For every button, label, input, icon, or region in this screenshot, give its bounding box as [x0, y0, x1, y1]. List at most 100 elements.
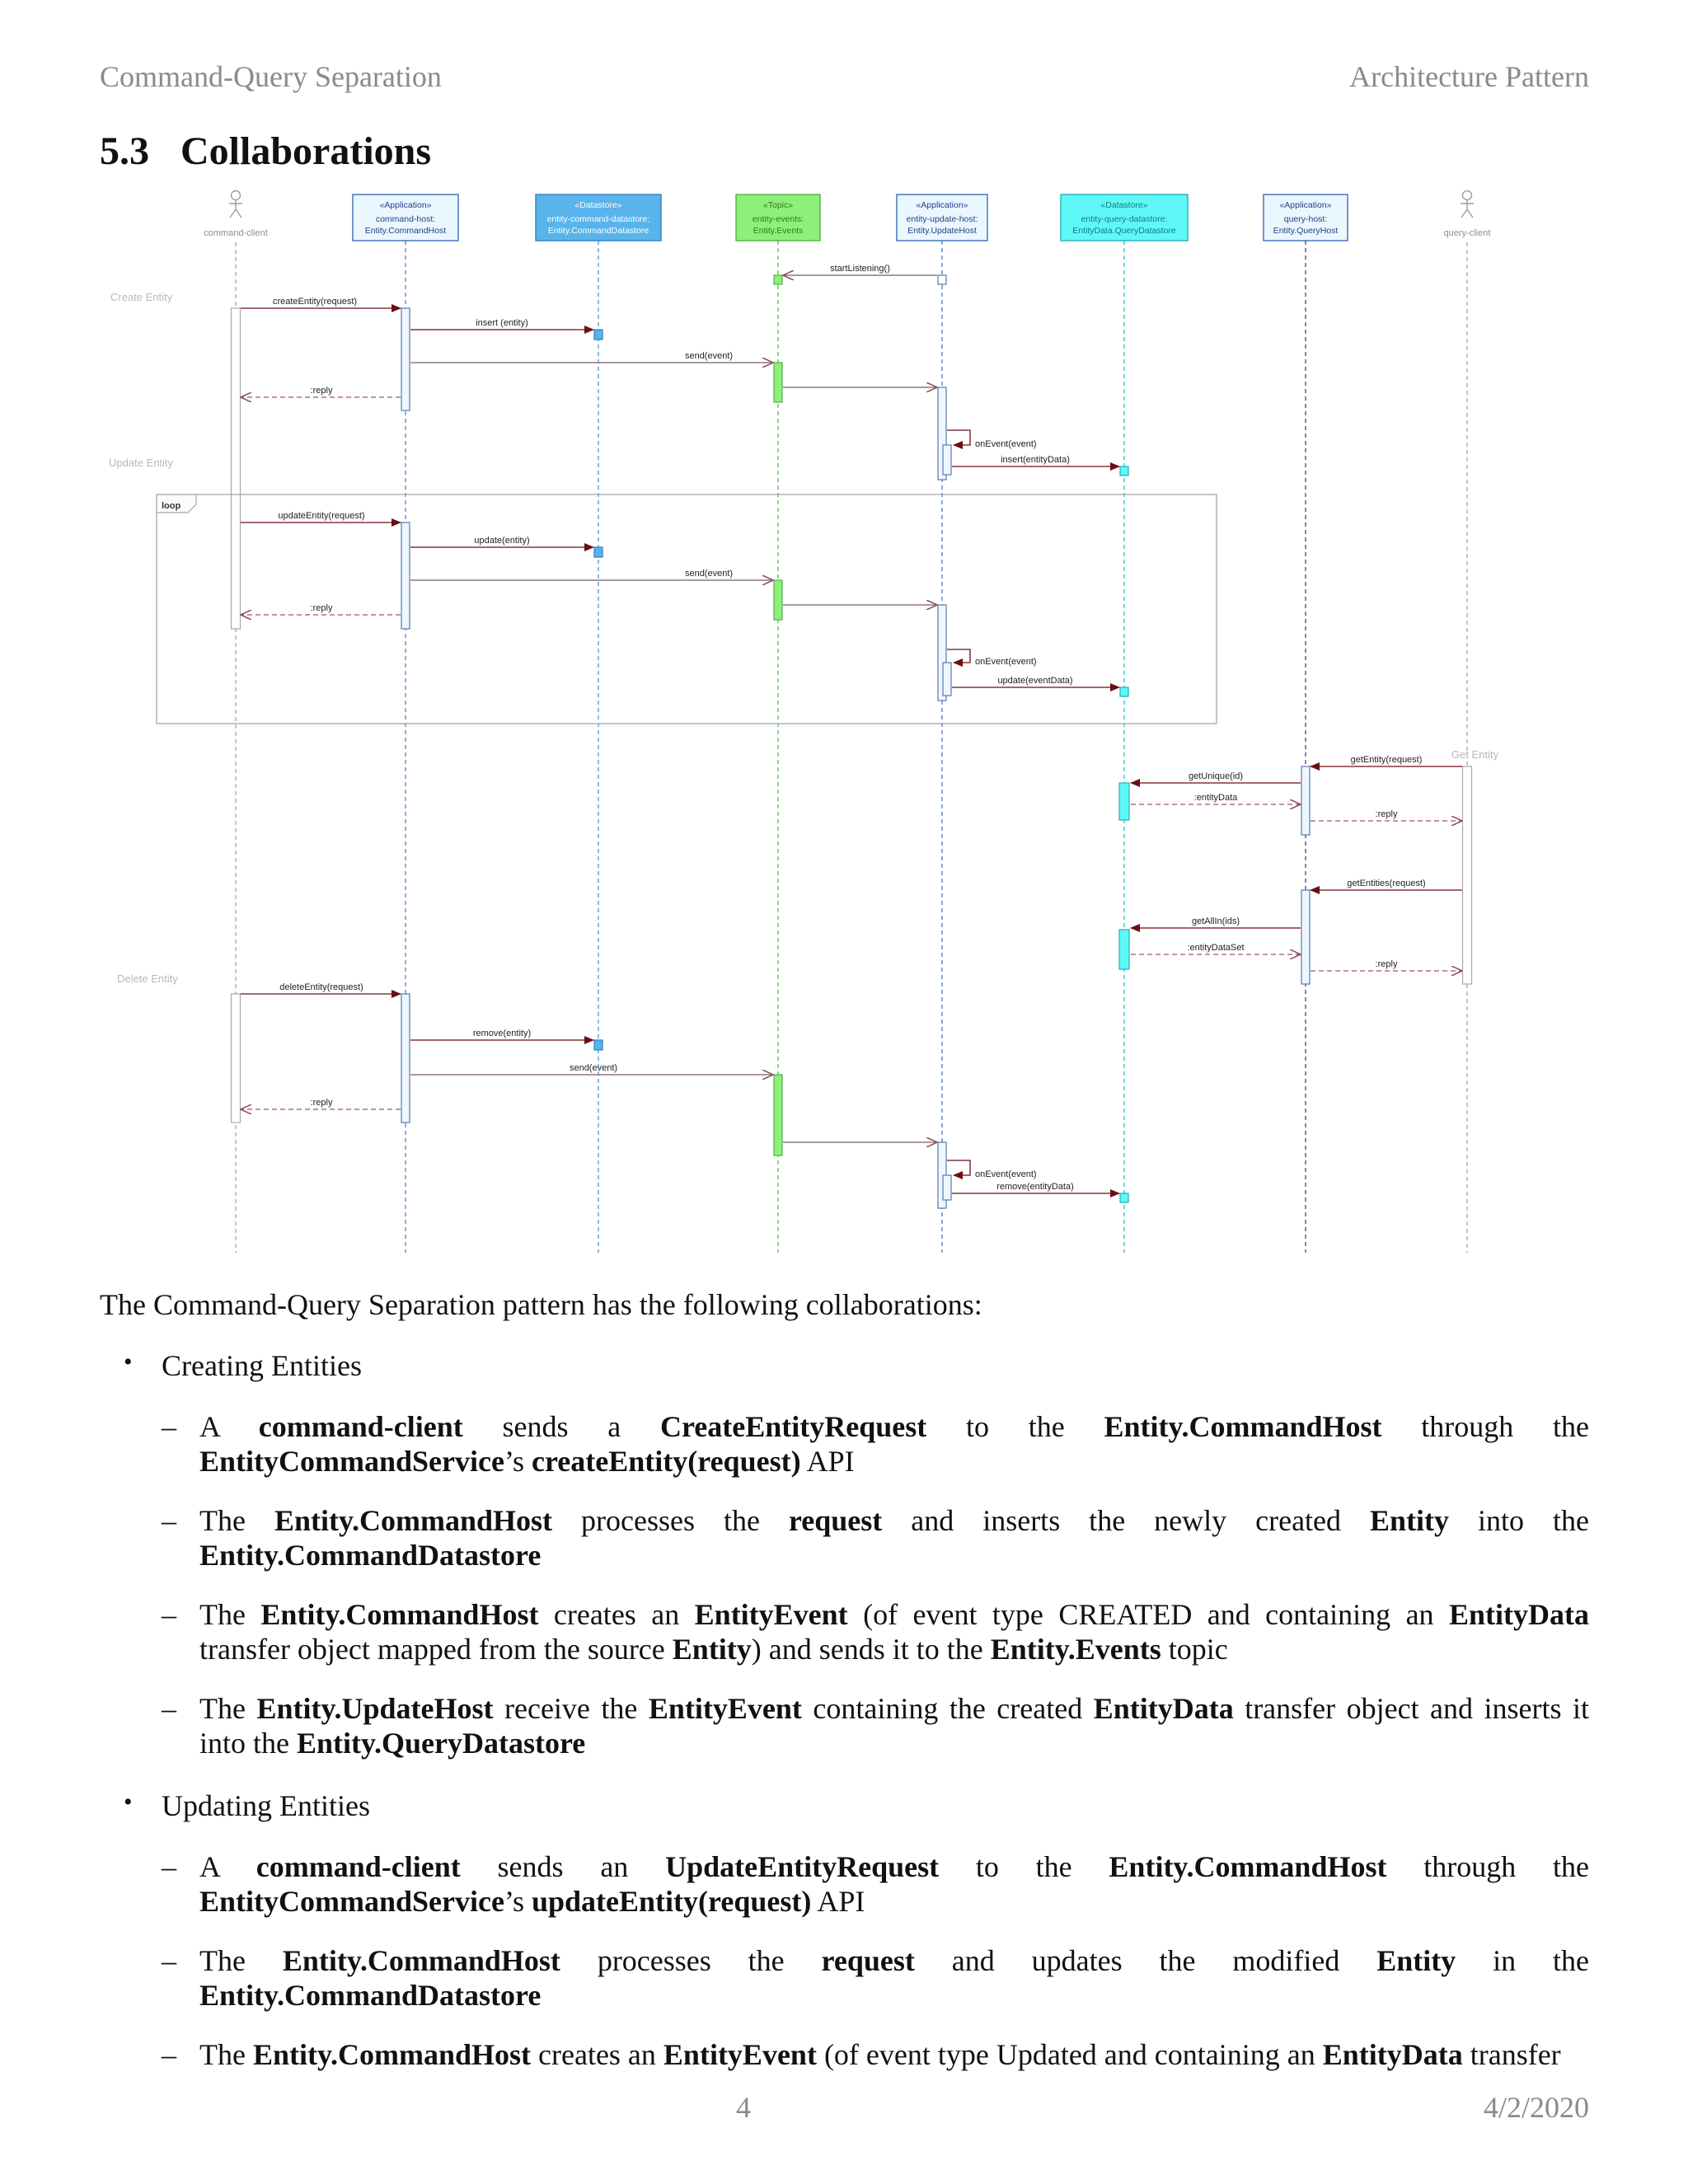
ch-stereotype: «Application»	[379, 200, 431, 210]
qh-activation	[1301, 889, 1311, 985]
ev-name: entity-events:	[753, 214, 804, 224]
qh-lifeline-box	[1263, 194, 1348, 241]
cd-activation	[593, 329, 603, 340]
ch-activation	[401, 993, 410, 1123]
message-label: send(event)	[570, 1063, 617, 1073]
self-message-arrow	[947, 1160, 971, 1179]
uh-activation	[937, 274, 947, 285]
section-number: 5.3	[100, 129, 149, 173]
sub-bullet-item: –The Entity.CommandHost creates an Entit…	[162, 2037, 1589, 2072]
uh-activation	[942, 662, 952, 696]
uh-name: entity-update-host:	[907, 214, 978, 224]
uh-activation	[942, 444, 952, 476]
sub-bullet-text: A command-client sends an UpdateEntityRe…	[199, 1850, 1589, 1918]
message-label: update(eventData)	[997, 676, 1072, 686]
section-note-create: Create Entity	[110, 291, 173, 303]
dash-marker-icon: –	[162, 1944, 176, 1977]
section-heading: 5.3 Collaborations	[100, 129, 431, 174]
cc-actor-figure	[229, 200, 242, 218]
qd-activation	[1118, 929, 1130, 970]
qd-name: entity-query-datastore:	[1081, 214, 1167, 224]
dash-marker-icon: –	[162, 1692, 176, 1725]
ch-type: Entity.CommandHost	[365, 226, 447, 236]
bold-term: EntityCommandService	[199, 1885, 504, 1918]
self-message-arrow	[947, 429, 971, 449]
qh-name: query-host:	[1284, 214, 1328, 224]
qd-activation	[1118, 782, 1130, 821]
uh-stereotype: «Application»	[916, 200, 968, 210]
sub-bullet-item: –The Entity.CommandHost processes the re…	[162, 1943, 1589, 2013]
message-label: onEvent(event)	[975, 1169, 1037, 1179]
bold-term: Entity.CommandHost	[282, 1944, 560, 1977]
bold-term: EntityEvent	[663, 2038, 817, 2071]
dash-marker-icon: –	[162, 1504, 176, 1537]
message-label: :entityData	[1194, 793, 1238, 803]
bullet-dot-icon: •	[124, 1348, 133, 1376]
loop-fragment-label: loop	[162, 501, 181, 511]
qd-stereotype: «Datastore»	[1100, 200, 1147, 210]
loop-fragment	[156, 494, 1217, 724]
bold-term: request	[788, 1504, 883, 1537]
bullet-title: Updating Entities	[162, 1789, 370, 1822]
ev-activation	[773, 362, 783, 403]
ev-stereotype: «Topic»	[763, 200, 793, 210]
ev-activation	[773, 274, 783, 285]
message-label: startListening()	[830, 264, 890, 274]
qd-activation	[1119, 687, 1129, 697]
bold-term: Entity	[1376, 1944, 1456, 1977]
bold-term: Entity.CommandHost	[274, 1504, 553, 1537]
sub-bullet-item: –The Entity.UpdateHost receive the Entit…	[162, 1691, 1589, 1760]
sequence-diagram: command-client«Application»command-host:…	[109, 190, 1499, 1253]
sub-bullet-text: The Entity.CommandHost processes the req…	[199, 1944, 1590, 2012]
section-note-delete: Delete Entity	[117, 972, 178, 985]
ev-type: Entity.Events	[753, 226, 804, 236]
sub-bullet-text: The Entity.CommandHost creates an Entity…	[199, 1598, 1589, 1666]
bold-term: EntityCommandService	[199, 1445, 504, 1478]
dash-marker-icon: –	[162, 1410, 176, 1443]
qc-activation	[1461, 766, 1473, 985]
cd-name: entity-command-datastore:	[547, 214, 650, 224]
sub-bullet-text: The Entity.CommandHost creates an Entity…	[199, 2038, 1561, 2071]
qc-actor-icon	[1461, 190, 1473, 201]
dash-marker-icon: –	[162, 1850, 176, 1883]
bullet-dot-icon: •	[124, 1788, 133, 1816]
cd-activation	[593, 546, 603, 558]
uh-activation	[942, 1174, 952, 1201]
qc-actor-name: query-client	[1444, 228, 1491, 238]
ev-activation	[773, 1074, 783, 1156]
document-date: 4/2/2020	[1483, 2091, 1589, 2124]
message-label: update(entity)	[474, 536, 529, 546]
dash-marker-icon: –	[162, 1598, 176, 1631]
bold-term: Entity.CommandHost	[252, 2038, 532, 2071]
bold-term: EntityData	[1322, 2038, 1463, 2071]
bold-term: EntityData	[1093, 1692, 1234, 1725]
sub-bullet-text: The Entity.UpdateHost receive the Entity…	[199, 1692, 1590, 1760]
message-label: :reply	[1376, 809, 1398, 819]
bold-term: Entity.UpdateHost	[256, 1692, 494, 1725]
uh-lifeline-box	[896, 194, 988, 241]
bold-term: Entity.CommandHost	[1109, 1850, 1387, 1883]
sub-bullet-text: The Entity.CommandHost processes the req…	[199, 1504, 1590, 1572]
ch-activation	[401, 307, 410, 411]
bold-term: CreateEntityRequest	[659, 1410, 927, 1443]
bold-term: command-client	[258, 1410, 463, 1443]
message-label: getEntities(request)	[1347, 879, 1425, 888]
message-label: onEvent(event)	[975, 439, 1037, 449]
bold-term: UpdateEntityRequest	[665, 1850, 940, 1883]
message-label: getEntity(request)	[1351, 755, 1423, 765]
message-label: deleteEntity(request)	[279, 982, 363, 992]
cc-actor-icon	[230, 190, 241, 201]
message-label: onEvent(event)	[975, 657, 1037, 667]
bullet-title: Creating Entities	[162, 1349, 362, 1382]
message-label: insert(entityData)	[1001, 455, 1070, 465]
ev-activation	[773, 579, 783, 621]
cd-activation	[593, 1039, 603, 1051]
message-label: :reply	[311, 386, 333, 396]
bold-term: Entity.CommandHost	[1104, 1410, 1382, 1443]
sub-bullet-item: –The Entity.CommandHost creates an Entit…	[162, 1597, 1589, 1666]
bold-term: EntityData	[1449, 1598, 1589, 1631]
section-title: Collaborations	[181, 129, 432, 173]
bold-term: EntityEvent	[694, 1598, 848, 1631]
message-label: getAllIn(ids)	[1192, 916, 1240, 926]
uh-activation	[937, 387, 947, 480]
